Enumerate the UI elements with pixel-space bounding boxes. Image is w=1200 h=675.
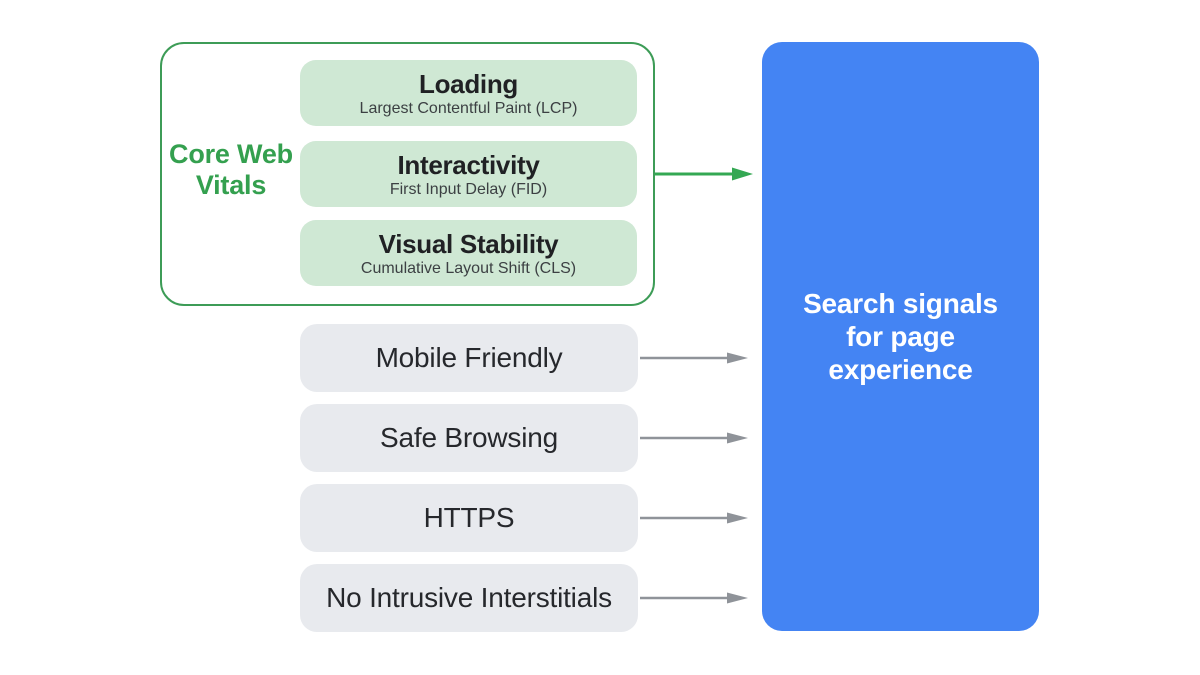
arrow-mobile-friendly-icon — [640, 352, 748, 364]
arrow-core-web-vitals-icon — [655, 167, 753, 181]
arrow-safe-browsing-icon — [640, 432, 748, 444]
cwv-item-visual-stability: Visual Stability Cumulative Layout Shift… — [300, 220, 637, 286]
cwv-item-loading: Loading Largest Contentful Paint (LCP) — [300, 60, 637, 126]
cwv-item-subtitle: Largest Contentful Paint (LCP) — [359, 99, 578, 117]
cwv-item-subtitle: First Input Delay (FID) — [389, 180, 548, 198]
signal-https: HTTPS — [300, 484, 638, 552]
cwv-item-title: Loading — [419, 68, 518, 99]
search-signals-label: Search signals for page experience — [803, 288, 998, 385]
cwv-item-title: Interactivity — [397, 149, 540, 180]
signal-no-intrusive-interstitials: No Intrusive Interstitials — [300, 564, 638, 632]
arrow-https-icon — [640, 512, 748, 524]
core-web-vitals-label: Core Web Vitals — [169, 139, 293, 200]
cwv-item-subtitle: Cumulative Layout Shift (CLS) — [360, 259, 577, 277]
signal-label: HTTPS — [423, 502, 515, 533]
cwv-item-title: Visual Stability — [378, 228, 559, 259]
arrow-no-intrusive-interstitials-icon — [640, 592, 748, 604]
core-web-vitals-group: Core Web Vitals Loading Largest Contentf… — [160, 42, 655, 306]
search-signals-result-box: Search signals for page experience — [762, 42, 1039, 631]
signal-label: Safe Browsing — [380, 422, 558, 453]
signal-label: No Intrusive Interstitials — [326, 582, 612, 613]
cwv-item-interactivity: Interactivity First Input Delay (FID) — [300, 141, 637, 207]
signal-label: Mobile Friendly — [375, 342, 563, 373]
signal-mobile-friendly: Mobile Friendly — [300, 324, 638, 392]
signal-safe-browsing: Safe Browsing — [300, 404, 638, 472]
